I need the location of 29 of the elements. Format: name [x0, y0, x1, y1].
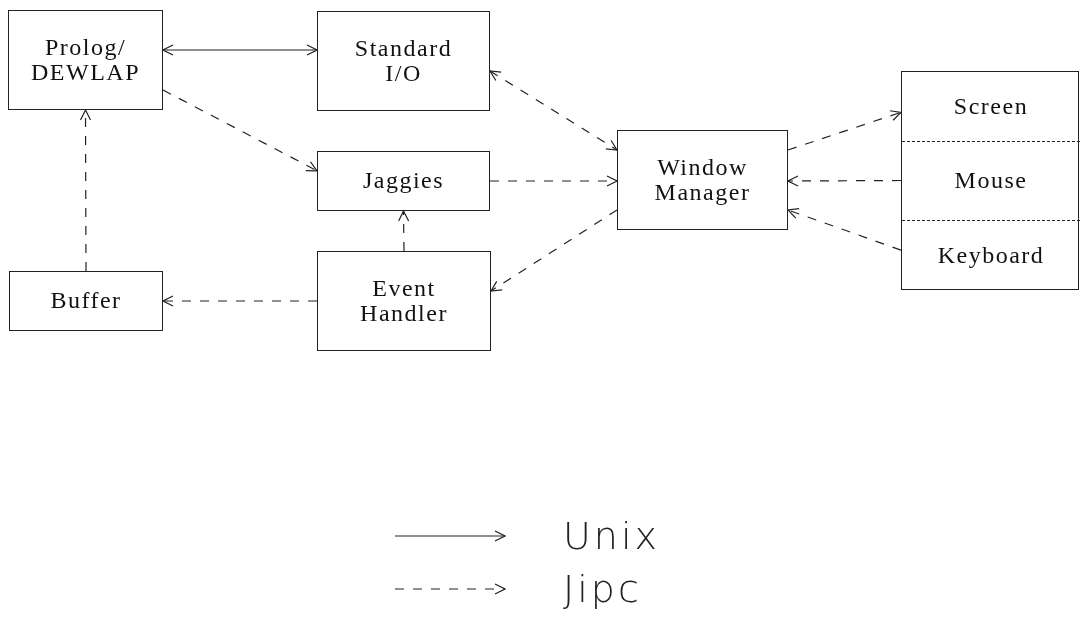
arrow: [162, 295, 318, 307]
arrow: [490, 209, 618, 292]
process-box: [317, 151, 490, 211]
arrow: [787, 110, 902, 151]
process-box: [9, 271, 163, 331]
process-box: [317, 11, 490, 111]
arrow: [787, 208, 902, 251]
node-label: Jaggies: [361, 168, 446, 194]
arrow: [489, 70, 618, 151]
node-label: Screen: [952, 93, 1030, 120]
arrow: [787, 175, 902, 187]
legend-label: Jipc: [563, 567, 642, 611]
node-label: Buffer: [49, 288, 123, 314]
node-label: Mouse: [953, 168, 1029, 194]
arrow: [162, 89, 318, 172]
process-box: [617, 130, 788, 230]
device-box: [901, 71, 1079, 290]
node-label: Keyboard: [936, 243, 1046, 269]
node-label: Event Handler: [359, 275, 449, 327]
process-box: [317, 251, 491, 351]
arrow: [398, 210, 410, 252]
arrow: [489, 175, 618, 187]
arrow: [79, 109, 92, 272]
process-box: [8, 10, 163, 110]
legend-label: Unix: [563, 514, 660, 558]
node-label: Window Manager: [653, 154, 752, 206]
node-label: Prolog/ DEWLAP: [30, 34, 141, 86]
node-label: Standard I/O: [353, 35, 454, 87]
arrow: [162, 44, 318, 56]
